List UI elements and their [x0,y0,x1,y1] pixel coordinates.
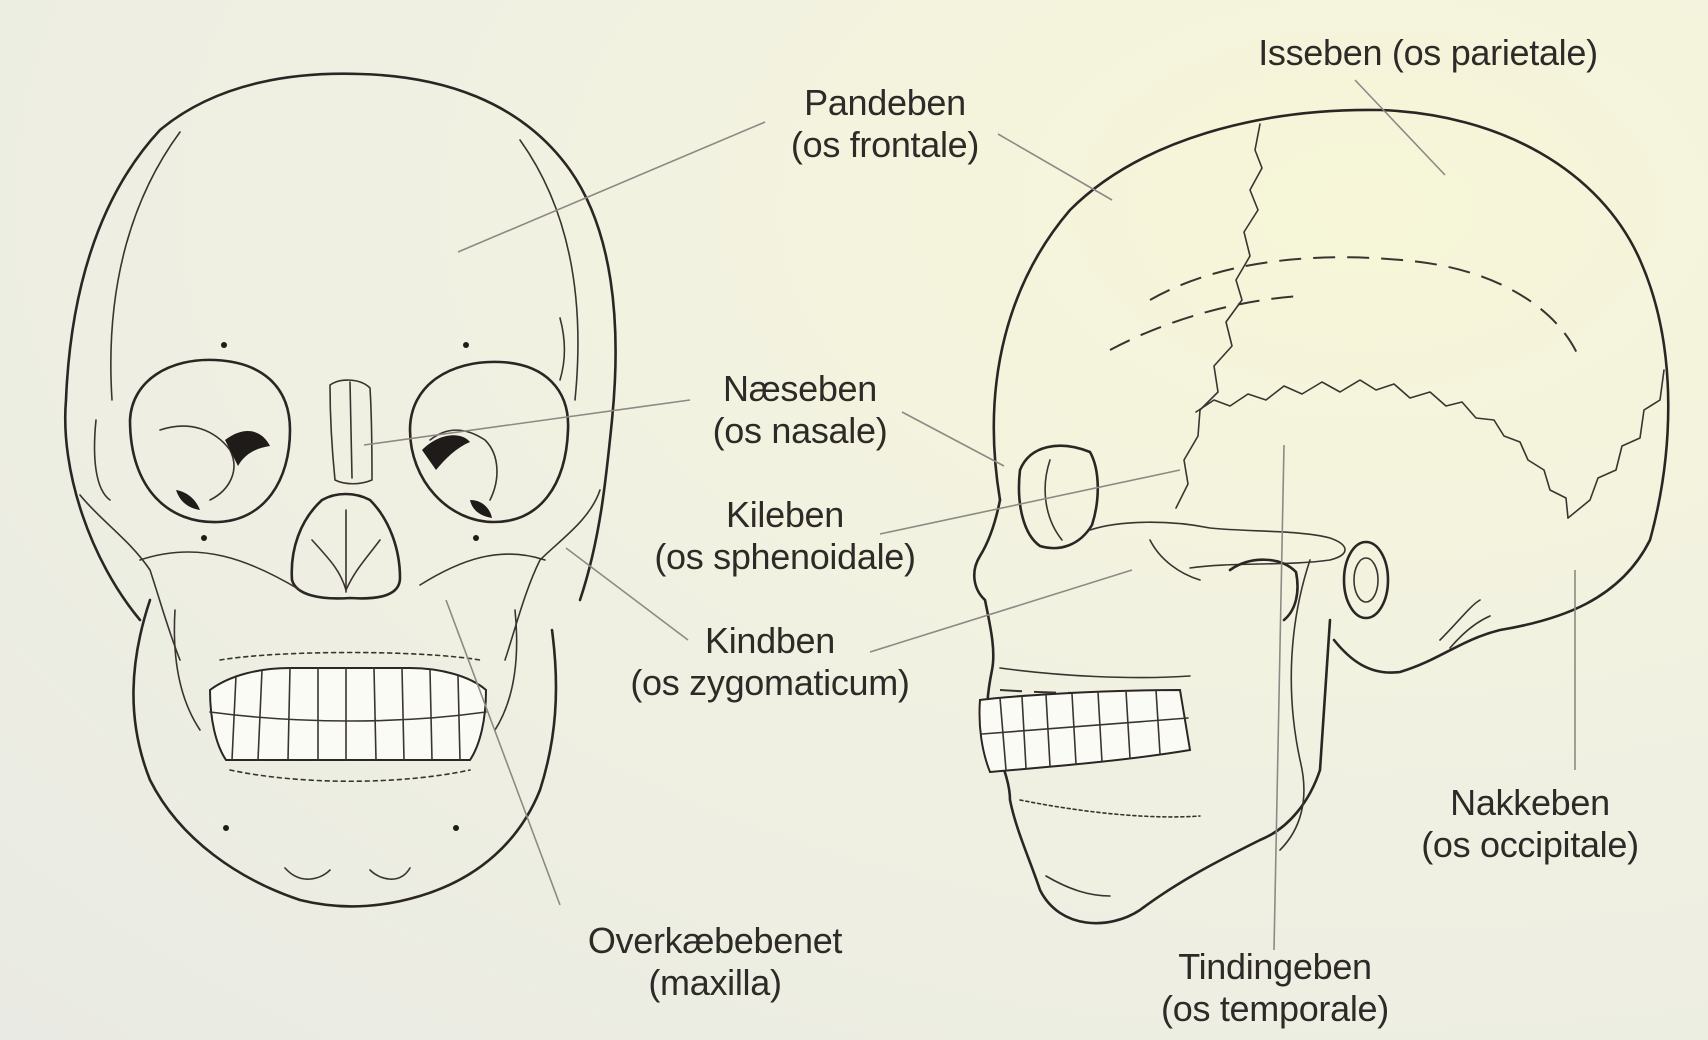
label-os-frontale-latin: (os frontale) [760,124,1010,166]
front-ramus-left [174,610,200,730]
side-ear-canal-inner [1354,558,1378,602]
front-supraorbital-right [463,342,469,348]
front-brow-mark [560,318,565,380]
label-os-nasale-name: Næseben [690,368,910,410]
side-temporal-line [1150,257,1580,360]
label-os-zygomaticum-latin: (os zygomaticum) [600,662,940,704]
side-orbit-inner [1045,460,1062,540]
front-infraorbital-right [473,535,479,541]
side-ear-canal [1344,542,1388,618]
side-coronal-suture [1176,124,1262,508]
side-temporal-line-2 [1110,296,1300,350]
label-os-sphenoidale-name: Kileben [630,494,940,536]
side-mastoid-lines [1440,600,1490,648]
side-lambdoid-suture [1568,370,1664,518]
label-os-nasale-latin: (os nasale) [690,410,910,452]
label-os-sphenoidale: Kileben (os sphenoidale) [630,494,940,578]
label-os-zygomaticum-name: Kindben [600,620,940,662]
front-mental-foramen-right [453,825,459,831]
leader-parietale [1355,80,1445,175]
front-temporal-line-left [111,132,180,400]
front-orbit-shadow-right-2 [470,500,492,518]
front-zygoma-suture-left [140,552,300,590]
front-orbit-shadow-left-2 [176,490,200,510]
label-os-occipitale: Nakkeben (os occipitale) [1390,782,1670,866]
side-maxilla-line [1000,668,1190,678]
side-squamosal-suture [1196,380,1568,518]
leader-frontale-side [998,134,1112,200]
front-orbit-shadow-right [422,435,470,470]
leader-nasale-side [902,412,1004,466]
front-brow-left [95,420,110,500]
front-orbit-shadow-left [225,431,270,466]
label-os-nasale: Næseben (os nasale) [690,368,910,452]
label-os-zygomaticum: Kindben (os zygomaticum) [600,620,940,704]
front-supraorbital-left [221,342,227,348]
label-maxilla: Overkæbebenet (maxilla) [555,920,875,1004]
label-os-temporale-latin: (os temporale) [1130,988,1420,1030]
leader-frontale-front [458,122,765,252]
side-zygoma-suture [1150,540,1200,580]
front-infraorbital-left [201,535,207,541]
label-os-occipitale-name: Nakkeben [1390,782,1670,824]
side-zygomatic-arch [1090,522,1345,568]
label-os-sphenoidale-latin: (os sphenoidale) [630,536,940,578]
front-zygoma-suture-right [420,554,545,585]
label-os-parietale-name: Isseben (os parietale) [1228,32,1628,74]
front-orbit-fissure-left [160,426,234,500]
label-os-frontale-name: Pandeben [760,82,1010,124]
label-os-parietale: Isseben (os parietale) [1228,32,1628,74]
front-chin [285,868,410,879]
label-os-temporale: Tindingeben (os temporale) [1130,946,1420,1030]
front-nasal-suture [350,382,352,478]
label-maxilla-latin: (maxilla) [555,962,875,1004]
front-mental-foramen-left [223,825,229,831]
side-chin-line [1046,876,1110,896]
side-jaw-dots [1020,800,1200,817]
side-condyle [1230,560,1298,620]
label-os-frontale: Pandeben (os frontale) [760,82,1010,166]
side-cranium-outline [994,110,1668,673]
side-orbit [1019,446,1098,548]
front-cheek-left [80,495,180,660]
front-teeth [210,653,486,782]
leader-temporale [1274,445,1284,950]
front-cranium-outline [65,74,615,620]
front-skull-drawing [65,74,615,907]
front-ramus-right [495,610,517,730]
side-teeth [979,690,1190,772]
label-os-occipitale-latin: (os occipitale) [1390,824,1670,866]
label-maxilla-name: Overkæbebenet [555,920,875,962]
front-temporal-line-right [520,140,578,400]
label-os-temporale-name: Tindingeben [1130,946,1420,988]
